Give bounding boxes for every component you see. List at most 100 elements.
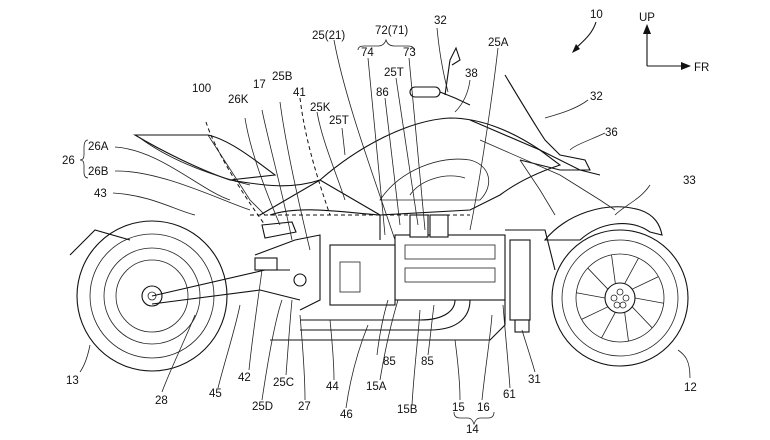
leader-25B <box>279 101 311 251</box>
label-16: 16 <box>477 402 490 414</box>
leader-33 <box>614 184 651 216</box>
label-74: 74 <box>361 47 374 59</box>
label-25-21: 25(21) <box>312 30 345 42</box>
tail-line <box>139 137 251 186</box>
label-17: 17 <box>253 79 266 91</box>
leader-74 <box>367 57 386 236</box>
leader-31 <box>521 329 536 373</box>
label-85-a: 85 <box>383 356 396 368</box>
tank-detail <box>409 175 466 196</box>
leader-16 <box>481 314 493 401</box>
rear-hub <box>141 285 163 307</box>
leader-25C <box>285 299 293 376</box>
leader-15A <box>379 299 399 381</box>
leader-25D <box>261 299 283 401</box>
rear-axle <box>147 291 157 301</box>
up-label: UP <box>639 12 655 24</box>
label-26K: 26K <box>228 94 249 106</box>
label-25T-b: 25T <box>384 67 404 79</box>
brace-72 <box>357 38 415 51</box>
leader-32-right <box>544 99 589 119</box>
leader-100 <box>205 121 266 226</box>
label-43: 43 <box>94 188 107 200</box>
label-86: 86 <box>376 87 389 99</box>
spoke <box>576 292 606 299</box>
label-26: 26 <box>62 155 75 167</box>
leader-15 <box>454 339 461 401</box>
front-rim <box>575 253 665 343</box>
fuel-tank <box>229 117 562 216</box>
leader-44 <box>329 319 335 381</box>
front-hub <box>604 282 636 314</box>
hub-bolt <box>619 301 627 309</box>
tail-cowl <box>133 134 277 181</box>
front-wheel <box>551 229 689 367</box>
vehicle-ref: 10 <box>572 9 603 53</box>
label-15: 15 <box>452 402 465 414</box>
leader-43 <box>112 192 196 216</box>
label-32-right: 32 <box>590 91 603 103</box>
rear-rim <box>103 247 201 345</box>
fr-arrow-head <box>681 62 691 70</box>
leader-15B <box>411 309 421 406</box>
handlebar-bar <box>439 91 471 106</box>
intake-1 <box>409 214 429 238</box>
label-33: 33 <box>683 175 696 187</box>
ref-10-arrowhead <box>572 44 580 53</box>
hub-bolt <box>610 294 618 302</box>
label-36: 36 <box>605 127 618 139</box>
spoke <box>634 297 664 304</box>
label-44: 44 <box>326 381 339 393</box>
up-arrow-head <box>643 24 651 34</box>
leader-32-top <box>436 27 449 93</box>
leader-27 <box>299 314 306 401</box>
leader-38 <box>454 79 471 113</box>
label-12: 12 <box>684 382 697 394</box>
frame-pivot-plate <box>254 234 321 311</box>
brace-26 <box>79 139 89 179</box>
handlebar-grip <box>409 86 441 98</box>
side-cover-hatch <box>261 221 297 239</box>
leader-26A <box>114 146 231 201</box>
label-25C: 25C <box>273 377 294 389</box>
fr-label: FR <box>694 62 709 74</box>
spoke <box>631 306 653 329</box>
upper-arm <box>505 229 556 271</box>
leader-26K <box>244 117 281 226</box>
leader-73 <box>408 57 426 231</box>
front-suspension <box>505 229 556 333</box>
spoke <box>587 267 609 290</box>
leader-25-21 <box>333 39 396 241</box>
hub-bolt <box>613 301 621 309</box>
oil-pan <box>330 300 506 341</box>
rear-rim-inner <box>115 259 189 333</box>
spoke <box>624 312 629 342</box>
frame-upper <box>259 179 381 240</box>
label-27: 27 <box>298 401 311 413</box>
label-73: 73 <box>403 47 416 59</box>
label-85-b: 85 <box>421 356 434 368</box>
mirror <box>444 46 461 96</box>
leader-46 <box>345 324 369 409</box>
leader-86 <box>384 97 401 226</box>
label-100: 100 <box>192 83 211 95</box>
front-fender <box>543 206 663 241</box>
leader-42 <box>248 269 263 371</box>
engine <box>270 214 506 341</box>
exhaust-pipe-1 <box>300 299 456 321</box>
leader-85-a <box>376 299 389 356</box>
front-spokes <box>576 254 664 342</box>
leader-25T-a <box>341 127 346 156</box>
leader-lines <box>79 27 691 426</box>
footrest <box>254 257 278 271</box>
swingarm-lower <box>151 289 301 305</box>
label-14: 14 <box>466 424 479 436</box>
windscreen <box>504 74 591 171</box>
label-61: 61 <box>503 389 516 401</box>
leader-36 <box>569 132 606 151</box>
spoke <box>624 257 639 284</box>
intake-2 <box>429 214 449 238</box>
leader-25A <box>469 47 499 231</box>
leader-85-b <box>427 304 435 356</box>
